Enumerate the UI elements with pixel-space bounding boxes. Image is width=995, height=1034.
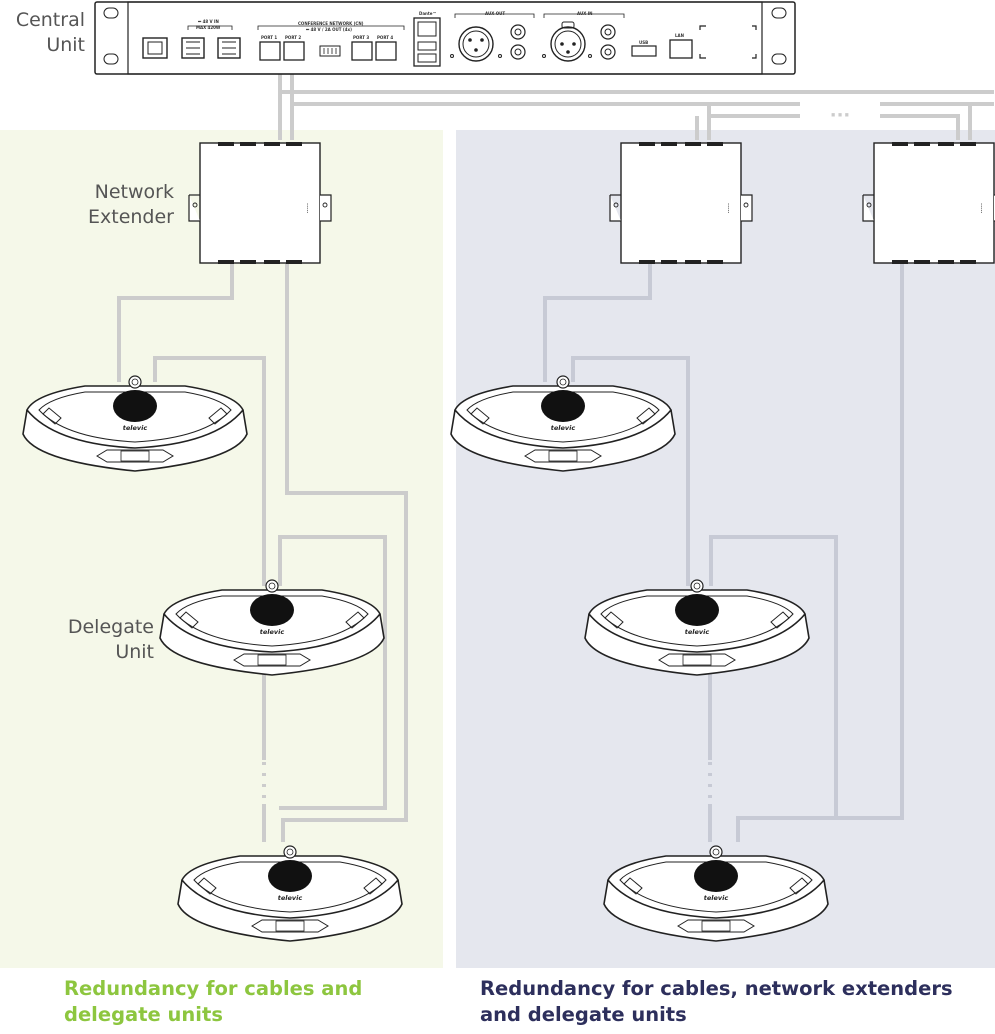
cu-network-label: CONFERENCE NETWORK (CN)	[298, 21, 364, 26]
network-extender-middle	[609, 141, 753, 265]
left-panel	[0, 130, 443, 968]
left-chain-cables	[117, 262, 408, 842]
ellipsis-dots: ···	[830, 105, 851, 126]
trunk-cables	[278, 72, 994, 140]
central-unit-device	[94, 1, 796, 75]
network-extender-left	[188, 141, 332, 265]
right-panel	[456, 130, 995, 968]
right-chain-cables	[543, 262, 904, 842]
cu-dante-label: Dante™	[419, 11, 437, 16]
cu-lan-label: LAN	[675, 33, 684, 38]
cu-usb-label: USB	[639, 40, 649, 45]
network-extender-label: Network Extender	[88, 181, 174, 228]
central-unit-label: Central Unit	[15, 9, 85, 56]
cu-port2-label: PORT 2	[285, 35, 302, 40]
cu-port1-label: PORT 1	[261, 35, 278, 40]
cu-port4-label: PORT 4	[377, 35, 394, 40]
cu-network-sub-label: ⎓ 48 V / 2A OUT (4x)	[306, 27, 352, 32]
network-extender-right	[862, 141, 995, 265]
cu-aux-in-label: AUX IN	[577, 11, 593, 16]
caption-right: Redundancy for cables, network extenders…	[480, 977, 953, 1026]
cu-psu-max-label: MAX 420W	[196, 25, 221, 30]
cu-aux-out-label: AUX OUT	[485, 11, 506, 16]
cu-psu-label: ⎓ 48 V IN	[198, 19, 219, 24]
delegate-unit-label: Delegate Unit	[67, 616, 154, 663]
cu-port3-label: PORT 3	[353, 35, 370, 40]
caption-left: Redundancy for cables and delegate units	[64, 977, 363, 1026]
